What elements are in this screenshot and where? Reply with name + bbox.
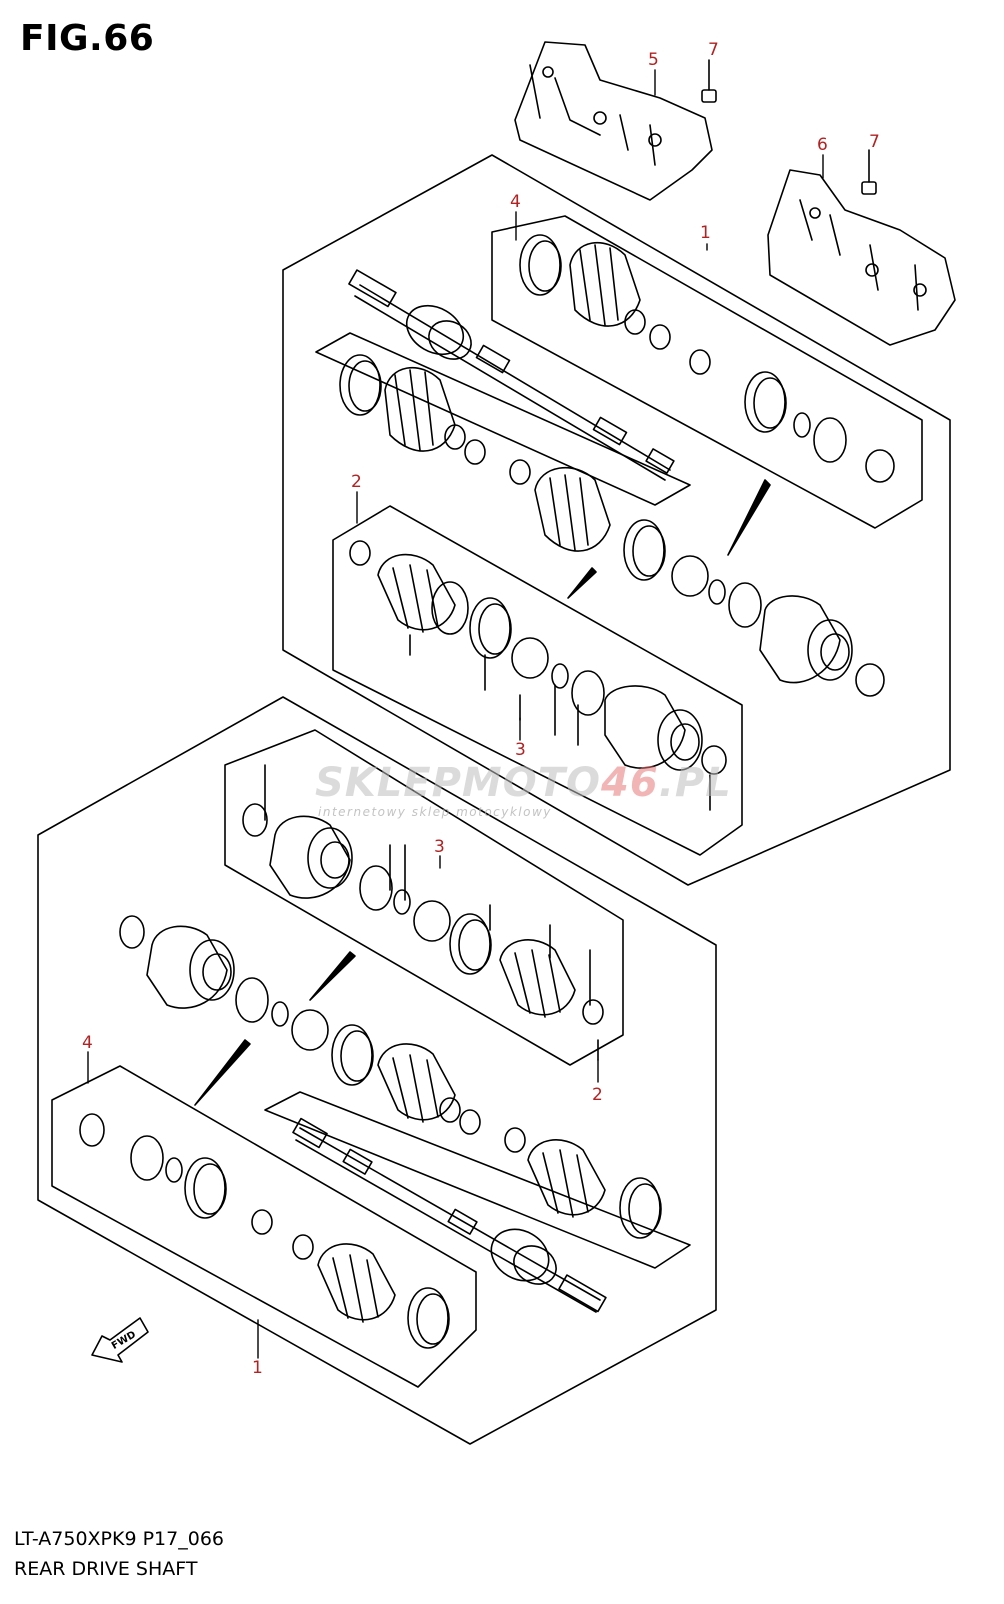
model-code: LT-A750XPK9 P17_066 <box>14 1528 224 1550</box>
lower-assembly-outline <box>37 696 717 1445</box>
upper-inner-boot-parts <box>339 354 666 581</box>
lower-kit-3-parts <box>242 764 604 1061</box>
callout-2-bot: 2 <box>592 1085 603 1105</box>
bolt-7b <box>861 149 877 195</box>
callout-7b: 7 <box>869 132 880 152</box>
lower-assembly-arrow-a <box>309 951 356 1001</box>
callout-7a: 7 <box>708 40 719 60</box>
figure-title: FIG.66 <box>20 18 155 59</box>
lower-assembly-arrow-b <box>194 1039 251 1106</box>
skid-plate-6 <box>767 169 956 346</box>
callout-5: 5 <box>648 50 659 70</box>
lower-boot-kit-panel <box>51 1065 477 1388</box>
upper-outer-joint <box>671 555 885 697</box>
upper-assembly-arrow-a <box>727 479 771 556</box>
lower-drive-shaft <box>292 1117 607 1313</box>
lower-boot-parts <box>331 1024 662 1239</box>
watermark-tagline: internetowy sklep motocyklowy <box>318 805 552 819</box>
callout-labels: 5 7 6 7 4 1 2 3 3 2 4 1 FWD <box>82 40 880 1378</box>
fwd-direction-arrow <box>91 1317 149 1363</box>
upper-shaft-panel <box>315 332 691 506</box>
watermark-brand: SKLEPMOTO46.PL <box>315 760 732 806</box>
upper-outer-joint-panel <box>332 505 743 856</box>
lower-inner-joint-panel <box>224 729 624 1066</box>
callout-3-bot: 3 <box>434 837 445 857</box>
callout-4-top: 4 <box>510 192 521 212</box>
watermark-brand-part2: 46 <box>601 760 659 806</box>
skid-plate-5 <box>514 41 713 201</box>
bolt-7a <box>701 59 717 103</box>
watermark-brand-part1: SKLEPMOTO <box>315 760 602 806</box>
upper-drive-shaft <box>348 269 675 481</box>
lower-boot-kit-parts <box>79 1113 450 1349</box>
callout-2-top: 2 <box>351 472 362 492</box>
upper-boot-kit-parts <box>519 234 895 483</box>
upper-assembly-outline <box>282 154 951 886</box>
upper-boot-kit-panel <box>491 215 923 529</box>
figure-name: REAR DRIVE SHAFT <box>14 1558 198 1580</box>
upper-assembly-arrow-b <box>567 567 597 599</box>
upper-kit-2-parts <box>349 540 727 811</box>
callout-1-top: 1 <box>700 223 711 243</box>
lower-shaft-panel <box>264 1091 691 1269</box>
lower-inner-joint <box>119 915 329 1051</box>
callout-1-bot: 1 <box>252 1358 263 1378</box>
watermark-brand-part3: .PL <box>658 760 732 806</box>
callout-3-top: 3 <box>515 740 526 760</box>
callout-4-bot: 4 <box>82 1033 93 1053</box>
callout-6: 6 <box>817 135 828 155</box>
callout-leaders <box>87 69 824 1359</box>
